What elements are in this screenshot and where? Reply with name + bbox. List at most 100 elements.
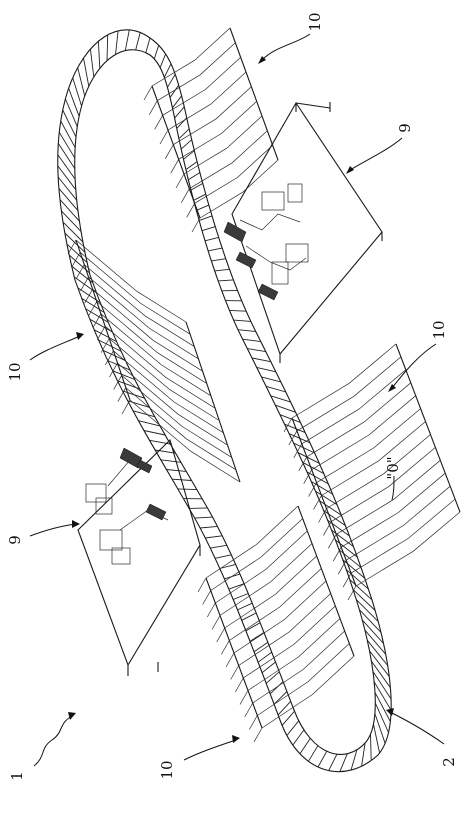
conveyor-hatch-mark	[196, 204, 209, 211]
conveyor-hatch-mark	[302, 461, 325, 474]
rack-top-post	[186, 203, 196, 218]
rack-right-post	[337, 560, 347, 575]
rack-right-blade	[326, 434, 431, 509]
rack-top-frame	[229, 27, 279, 161]
conveyor-hatch-mark	[299, 738, 311, 755]
conveyor-hatch-mark	[198, 215, 213, 222]
rack-bottom-post	[244, 702, 254, 718]
rack-top-blade	[189, 130, 268, 189]
ref-label-9-lower: 9	[6, 535, 24, 545]
rack-right-blade	[306, 382, 412, 458]
rack-right-post	[347, 585, 357, 601]
ref-label-10-right: 10	[430, 320, 448, 339]
rack-top-blade	[178, 101, 257, 160]
rack-right-post	[298, 456, 308, 471]
callout-0: "0"	[384, 456, 402, 501]
rack-right-blade	[321, 421, 426, 496]
conveyor-hatch-mark	[233, 319, 251, 322]
conveyor-hatch-mark	[374, 702, 389, 733]
rack-bottom-blade	[257, 643, 350, 716]
conveyor-hatch-mark	[204, 236, 219, 242]
ref-label-10-top: 10	[306, 12, 324, 31]
conveyor-hatch-mark	[57, 154, 76, 180]
conveyor-hatching	[57, 29, 392, 772]
conveyor-hatch-mark	[261, 376, 281, 383]
conveyor-hatch-mark	[200, 525, 218, 529]
conveyor-hatch-mark	[102, 349, 126, 362]
rack-left-blade	[96, 301, 207, 384]
rack-bottom-blade	[219, 543, 313, 616]
rack-left-post	[84, 289, 93, 304]
rack-left	[67, 239, 241, 483]
rack-right-blade	[311, 395, 416, 470]
rack-top-blade	[162, 57, 241, 116]
rack-bottom-post	[253, 727, 263, 743]
conveyor-hatch-mark	[85, 308, 109, 323]
conveyor-hatch-mark	[361, 742, 366, 767]
conveyor-hatch-mark	[135, 32, 141, 51]
conveyor-hatch-mark	[208, 247, 223, 252]
conveyor-hatch-mark	[72, 77, 83, 107]
conveyor-hatch-mark	[374, 713, 386, 744]
conveyor-hatch-mark	[190, 183, 204, 191]
conveyor-hatch-mark	[269, 681, 284, 695]
conveyor-hatch-mark	[62, 109, 77, 138]
rack-bottom-post	[239, 690, 249, 705]
conveyor-hatch-mark	[219, 563, 236, 569]
conveyor-hatch-mark	[270, 395, 291, 403]
rack-right-blade	[355, 511, 461, 587]
conveyor-hatch-mark	[265, 385, 286, 393]
ref-label-10-left: 10	[6, 362, 24, 381]
rack-top-post	[148, 100, 158, 115]
conveyor-hatch-mark	[229, 309, 247, 312]
rack-right-post	[313, 495, 322, 510]
rack-left-post	[113, 375, 123, 390]
rack-top-post	[154, 115, 164, 130]
rack-left-post	[105, 350, 114, 365]
rack-right-post	[308, 482, 317, 497]
conveyor-hatch-mark	[77, 67, 86, 97]
conveyor-hatch-mark	[327, 519, 350, 537]
conveyor-hatch-mark	[145, 37, 151, 53]
conveyor-loop	[57, 29, 392, 773]
conveyor-hatch-mark	[370, 733, 372, 761]
conveyor-hatch-mark	[58, 131, 76, 159]
conveyor-hatch-mark	[251, 357, 271, 363]
rack-bottom-post	[220, 640, 230, 655]
rack-left-post	[121, 399, 131, 415]
rack-bottom-blade	[210, 518, 303, 591]
conveyor-hatch-mark	[237, 602, 253, 611]
conveyor-hatch-mark	[228, 583, 245, 590]
rack-right-blade	[331, 447, 436, 522]
rack-bottom-blade	[243, 605, 336, 679]
conveyor-hatch-mark	[245, 622, 261, 632]
conveyor-hatch-mark	[57, 176, 78, 201]
conveyor-hatch-mark	[58, 188, 79, 211]
conveyor-hatch-mark	[242, 338, 261, 343]
rack-right-post	[342, 572, 352, 588]
rack-assemblies	[67, 27, 461, 743]
rack-left-blade	[113, 350, 224, 434]
conveyor-hatch-mark	[143, 430, 166, 436]
conveyor-hatch-mark	[215, 554, 232, 559]
rack-left-blade	[121, 375, 232, 458]
conveyor-hatch-mark	[350, 749, 358, 771]
ref-label-0: "0"	[384, 456, 402, 479]
rack-right-blade	[346, 485, 451, 561]
work-table-upper	[223, 101, 383, 363]
conveyor-hatch-mark	[97, 41, 101, 69]
rack-right-post	[303, 469, 313, 484]
rack-right-post	[318, 508, 327, 523]
conveyor-hatch-mark	[93, 329, 117, 342]
conveyor-hatch-mark	[127, 400, 150, 408]
conveyor-hatch-mark	[373, 681, 392, 711]
conveyor-hatch-mark	[98, 339, 122, 352]
rack-top-blade	[194, 145, 273, 204]
conveyor-hatch-mark	[57, 143, 76, 169]
rack-top-blade	[183, 115, 263, 175]
rack-bottom-post	[225, 652, 235, 668]
rack-left-post	[92, 313, 102, 328]
conveyor-hatch-mark	[257, 651, 272, 663]
rack-top-blade	[173, 86, 252, 145]
conveyor-hatch-mark	[372, 723, 381, 754]
